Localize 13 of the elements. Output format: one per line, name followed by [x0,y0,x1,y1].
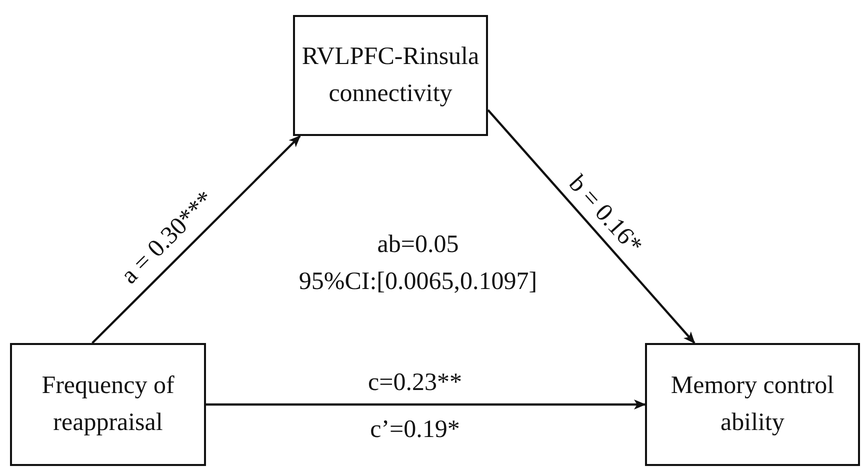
node-box [645,343,860,466]
arrow [92,135,301,344]
arrow [487,109,696,344]
coefficient-text: c’=0.19* [370,416,460,444]
coefficient-text: 95%CI:[0.0065,0.1097] [298,268,538,296]
arrow [206,400,646,410]
node-label: Frequency of reappraisal [40,371,176,438]
node-label: RVLPFC-Rinsula connectivity [300,42,480,108]
edge-label: c=0.23** [368,369,462,397]
coefficient-text: ab=0.05 [377,231,459,259]
node-box [10,343,206,466]
node-label: Memory control ability [670,371,836,438]
node-box [293,15,488,136]
